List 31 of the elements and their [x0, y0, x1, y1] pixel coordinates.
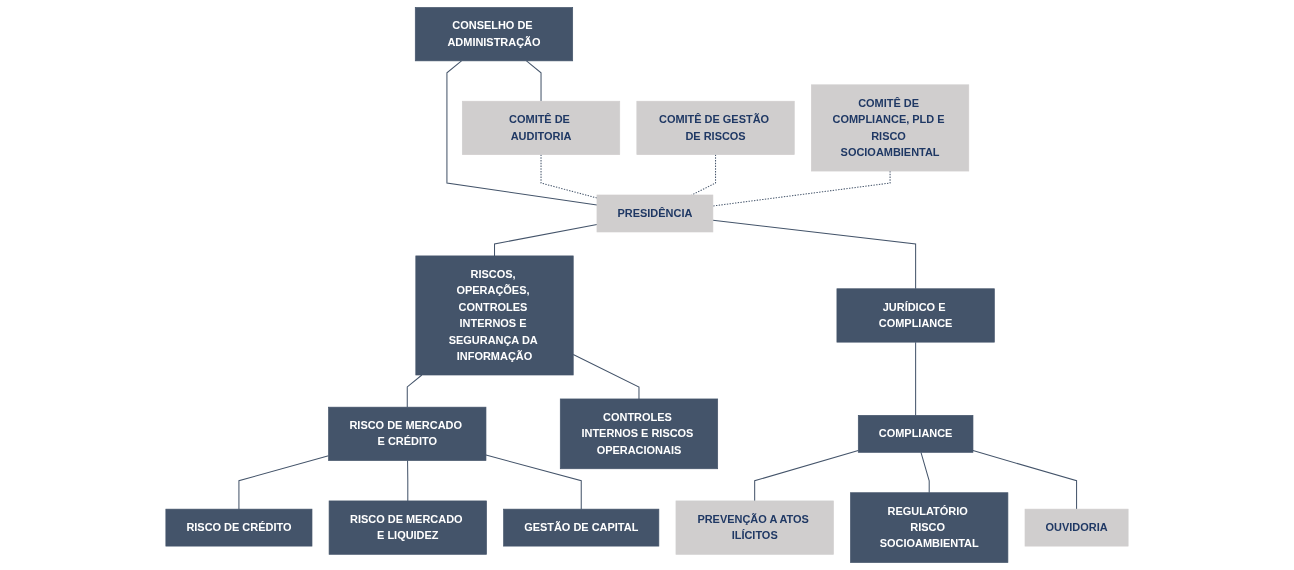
connector: [915, 341, 917, 416]
connector: [754, 450, 859, 502]
node-box: CONSELHO DE ADMINISTRAÇÃO: [414, 7, 573, 62]
node-box: PREVENÇÃO A ATOS ILÍCITOS: [675, 500, 834, 555]
connector: [406, 374, 423, 408]
node-box: RISCO DE CRÉDITO: [165, 508, 313, 547]
connector: [446, 60, 598, 206]
node-box: RISCO DE MERCADO E CRÉDITO: [328, 406, 487, 461]
connector: [712, 170, 891, 207]
connector: [540, 154, 598, 199]
connector: [572, 353, 640, 400]
connector: [525, 60, 542, 102]
connector: [485, 454, 582, 510]
connector: [920, 451, 930, 494]
node-box: COMITÊ DE COMPLIANCE, PLD E RISCO SOCIOAMBIENTAL: [811, 84, 970, 172]
node-box: COMPLIANCE: [857, 415, 974, 453]
node-box: COMITÊ DE AUDITORIA: [462, 100, 621, 155]
connector: [972, 450, 1078, 510]
node-box: OUVIDORIA: [1024, 508, 1129, 547]
node-box: GESTÃO DE CAPITAL: [503, 508, 660, 547]
node-box: RISCOS, OPERAÇÕES, CONTROLES INTERNOS E SEGURANÇA DA INFORMAÇÃO: [415, 255, 574, 376]
node-box: COMITÊ DE GESTÃO DE RISCOS: [636, 100, 795, 155]
node-box: RISCO DE MERCADO E LIQUIDEZ: [328, 500, 487, 555]
connector: [407, 460, 409, 502]
connector: [238, 455, 330, 510]
node-box: REGULATÓRIO RISCO SOCIOAMBIENTAL: [850, 492, 1009, 563]
connector: [494, 223, 598, 257]
node-box: CONTROLES INTERNOS E RISCOS OPERACIONAIS: [559, 398, 718, 470]
node-box: PRESIDÊNCIA: [596, 194, 714, 233]
connector: [712, 219, 917, 290]
node-box: JURÍDICO E COMPLIANCE: [836, 288, 995, 343]
